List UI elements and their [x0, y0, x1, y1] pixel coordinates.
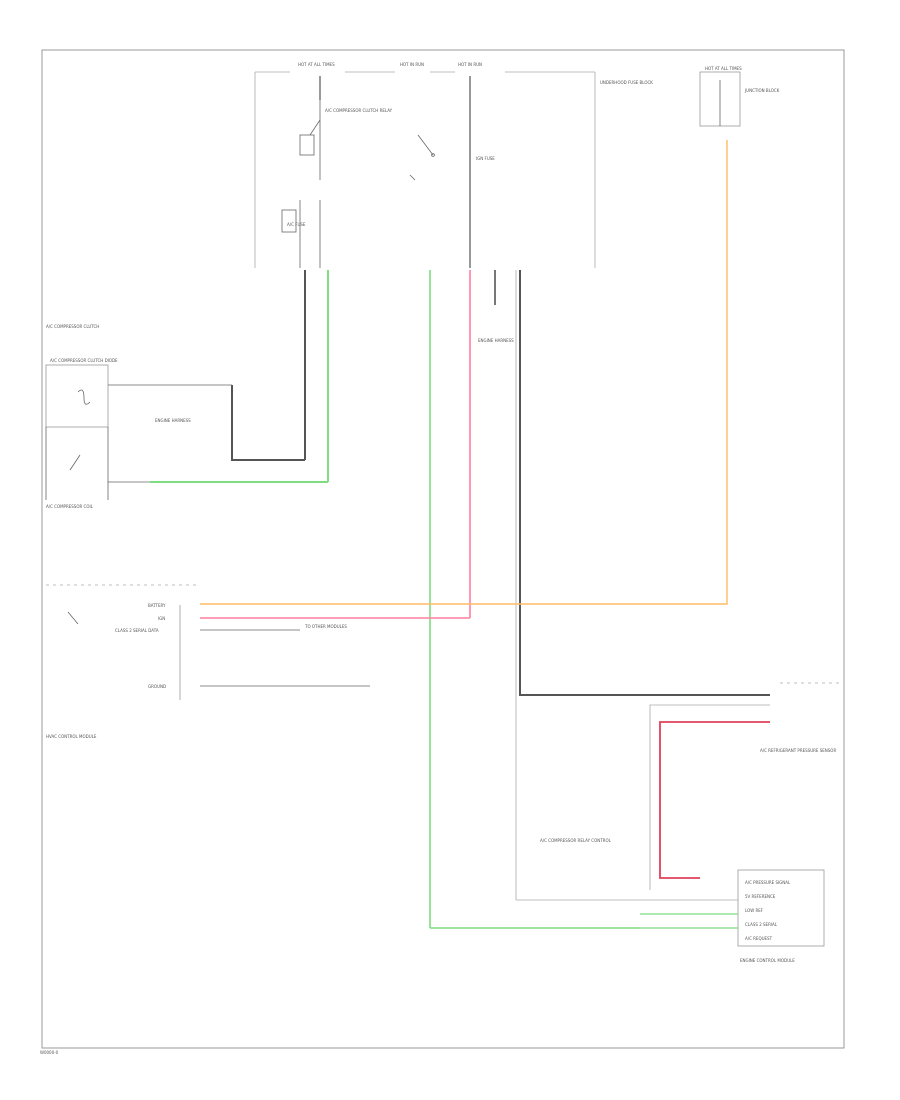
compressor-diode-label: A/C COMPRESSOR CLUTCH DIODE: [50, 358, 118, 363]
hot-at-all-times-label: HOT AT ALL TIMES: [705, 66, 742, 71]
battery-pin-label: BATTERY: [148, 603, 166, 608]
ecm-pin-label: LOW REF: [745, 908, 764, 913]
class2-pin-label: CLASS 2 SERIAL DATA: [115, 628, 159, 633]
engine-harness-label: ENGINE HARNESS: [478, 338, 514, 343]
wire-red: [659, 721, 770, 879]
ac-fuse-label: A/C FUSE: [287, 222, 306, 227]
junction-block-label: JUNCTION BLOCK: [744, 88, 780, 93]
ecm-box: [737, 869, 825, 947]
compressor-relay-symbol: [281, 100, 321, 268]
wire-black: [231, 385, 305, 461]
hot-at-all-times-label: HOT AT ALL TIMES: [298, 62, 335, 67]
diagram-frame: [41, 49, 845, 1049]
ground-pin-label: GROUND: [148, 684, 166, 689]
ecm-label: ENGINE CONTROL MODULE: [740, 958, 795, 963]
compressor-clutch-box: [45, 364, 109, 428]
wire-orange: [200, 140, 728, 605]
refrigerant-sensor-label: A/C REFRIGERANT PRESSURE SENSOR: [760, 748, 836, 753]
coil-symbol: [45, 384, 232, 500]
footer-code: W0000-0: [40, 1050, 59, 1055]
compressor-relay-label: A/C COMPRESSOR CLUTCH RELAY: [325, 108, 393, 113]
ecm-pin-label: A/C PRESSURE SIGNAL: [745, 880, 791, 885]
to-other-modules-label: TO OTHER MODULES: [304, 624, 347, 629]
ecm-pin-label: A/C REQUEST: [745, 936, 773, 941]
hvac-control-label: HVAC CONTROL MODULE: [46, 734, 97, 739]
compressor-relay-control-label: A/C COMPRESSOR RELAY CONTROL: [540, 838, 612, 843]
ecm-pin-label: CLASS 2 SERIAL: [745, 922, 778, 927]
engine-harness-label: ENGINE HARNESS: [155, 418, 191, 423]
ign-pin-label: IGN: [158, 616, 165, 621]
switch-symbol: [67, 611, 370, 687]
fuse-block-boundary: [254, 71, 596, 268]
wire-black: [519, 270, 770, 696]
wire-thin: [649, 704, 770, 890]
compressor-clutch-label: A/C COMPRESSOR CLUTCH: [46, 324, 99, 329]
underhood-fuse-block-label: UNDERHOOD FUSE BLOCK: [600, 80, 653, 85]
switch-symbol: [409, 134, 435, 181]
ecm-pin-label: 5V REFERENCE: [745, 894, 776, 899]
hot-in-run-label: HOT IN RUN: [400, 62, 424, 67]
hot-in-run-label: HOT IN RUN: [458, 62, 482, 67]
compressor-coil-label: A/C COMPRESSOR COIL: [46, 504, 94, 509]
ign-fuse-label: IGN FUSE: [476, 156, 495, 161]
